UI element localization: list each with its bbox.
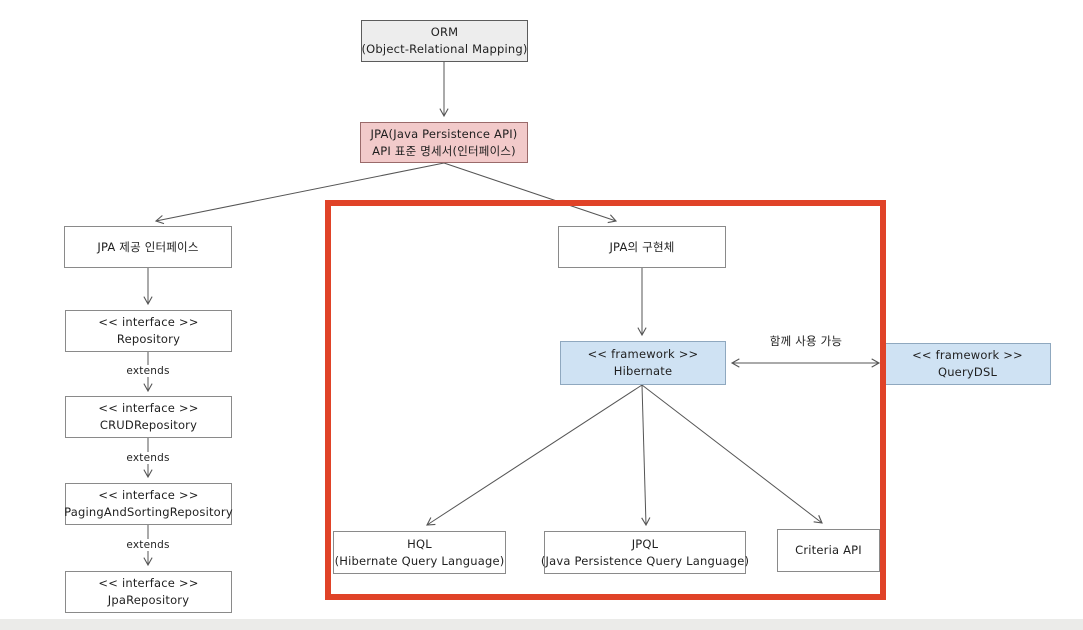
node-criteria-api: Criteria API <box>777 529 880 572</box>
edge-label-extends-2: extends <box>122 452 174 464</box>
edge-hibernate-to-jpql <box>641 384 651 527</box>
node-jpa-interfaces-title: JPA 제공 인터페이스 <box>97 239 199 254</box>
edge-hibernate-to-criteria <box>641 384 823 524</box>
node-repository-stereotype: << interface >> <box>98 315 199 330</box>
node-orm: ORM (Object-Relational Mapping) <box>361 20 528 62</box>
edge-jpa-to-impl <box>443 162 618 224</box>
bottom-strip <box>0 619 1083 630</box>
node-jpa-interfaces: JPA 제공 인터페이스 <box>64 226 232 268</box>
node-jpql-subtitle: (Java Persistence Query Language) <box>540 553 750 568</box>
node-hql: HQL (Hibernate Query Language) <box>333 531 506 574</box>
node-orm-subtitle: (Object-Relational Mapping) <box>361 42 528 56</box>
node-jpa: JPA(Java Persistence API) API 표준 명세서(인터페… <box>360 122 528 163</box>
node-jpql: JPQL (Java Persistence Query Language) <box>540 531 750 574</box>
edge-label-together-usable: 함께 사용 가능 <box>769 334 843 348</box>
node-repository: << interface >> Repository <box>65 310 232 352</box>
node-querydsl: << framework >> QueryDSL <box>884 343 1051 385</box>
node-querydsl-stereotype: << framework >> <box>912 348 1023 363</box>
edge-jpa-to-interfaces <box>154 162 445 225</box>
node-paging-repository: << interface >> PagingAndSortingReposito… <box>64 483 233 525</box>
node-jpa-title: JPA(Java Persistence API) <box>370 126 518 141</box>
node-jpa-repository-stereotype: << interface >> <box>98 576 199 591</box>
node-criteria-api-title: Criteria API <box>795 543 862 558</box>
node-jpa-impl-title: JPA의 구현체 <box>609 239 675 254</box>
node-querydsl-title: QueryDSL <box>937 365 998 379</box>
node-hibernate: << framework >> Hibernate <box>560 341 726 385</box>
edge-hibernate-to-hql <box>426 384 643 526</box>
node-hibernate-stereotype: << framework >> <box>587 347 699 362</box>
node-paging-repository-title: PagingAndSortingRepository <box>64 505 233 519</box>
node-hql-subtitle: (Hibernate Query Language) <box>334 553 505 568</box>
node-crud-repository-stereotype: << interface >> <box>98 401 199 416</box>
node-jpa-repository: << interface >> JpaRepository <box>65 571 232 613</box>
node-paging-repository-stereotype: << interface >> <box>98 488 199 503</box>
node-orm-title: ORM <box>430 25 459 40</box>
node-jpql-title: JPQL <box>631 536 659 551</box>
edge-label-extends-1: extends <box>122 365 174 377</box>
node-crud-repository-title: CRUDRepository <box>99 418 198 432</box>
node-repository-title: Repository <box>116 332 181 346</box>
node-jpa-impl: JPA의 구현체 <box>558 226 726 268</box>
node-hibernate-title: Hibernate <box>613 364 673 378</box>
node-crud-repository: << interface >> CRUDRepository <box>65 396 232 438</box>
node-hql-title: HQL <box>407 536 432 551</box>
node-jpa-subtitle: API 표준 명세서(인터페이스) <box>372 143 516 158</box>
edge-label-extends-3: extends <box>122 539 174 551</box>
node-jpa-repository-title: JpaRepository <box>107 593 190 607</box>
